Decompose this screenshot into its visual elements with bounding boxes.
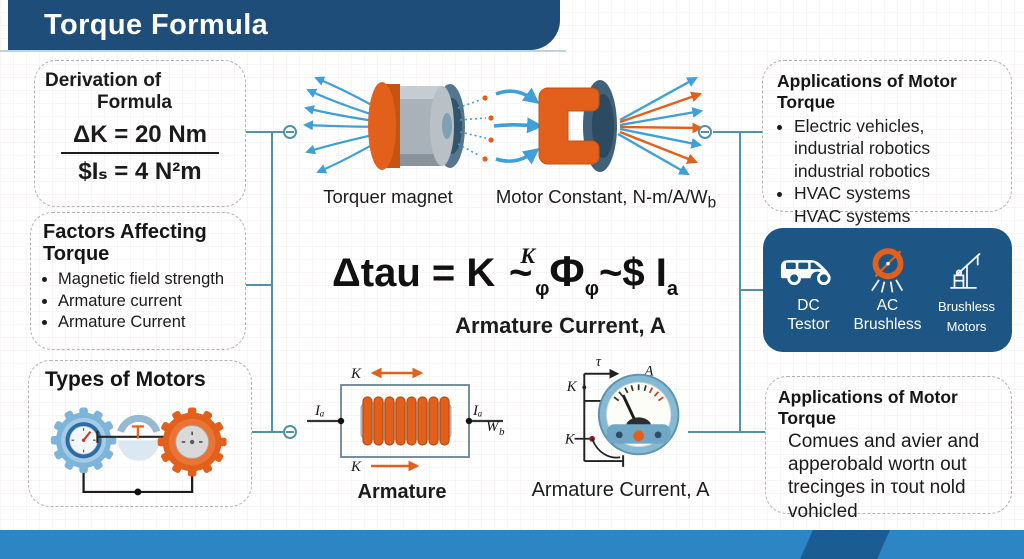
connector-line <box>739 132 741 433</box>
gears-illustration <box>50 407 227 496</box>
gauge-face <box>597 373 680 456</box>
applications-bottom-heading: Applications of Motor Torque <box>778 387 958 428</box>
orange-gear-icon <box>157 407 227 477</box>
crane-icon <box>927 244 1006 296</box>
connector-line <box>252 431 284 433</box>
applications-bottom-box: Applications of Motor Torque Comues and … <box>765 376 1012 522</box>
panel-label: Brushless <box>937 299 996 314</box>
applications-top-box: Applications of Motor Torque Electric ve… <box>762 60 1012 226</box>
fraction-denominator: $Iₛ = 4 N²m <box>78 158 202 185</box>
van-icon <box>769 244 848 296</box>
magnets-illustration <box>303 76 704 176</box>
torquer-magnet-drawing <box>303 76 494 174</box>
torque-formula: Δtau = K K~φΦφ~$ Ia <box>332 243 678 300</box>
panel-item-dc: DC Testor <box>769 244 848 352</box>
a-label: A <box>643 364 653 380</box>
armature-coil-diagram: K Iₐ Iₐ W b K <box>307 366 505 475</box>
types-of-motors-box: Types of Motors <box>28 360 252 507</box>
k-lower-label: K <box>564 432 576 448</box>
torquer-magnet-label: Torquer magnet <box>323 186 453 207</box>
title-banner: Torque Formula <box>8 0 560 50</box>
factors-box: Factors Affecting Torque Magnetic field … <box>30 212 246 350</box>
connector-line <box>713 131 763 133</box>
gauge-ring-icon <box>848 244 927 296</box>
connector-line <box>271 132 273 433</box>
coil-windings <box>362 396 450 446</box>
flux-w-label: W <box>486 419 500 435</box>
k-top-label: K <box>350 366 362 382</box>
ammeter-gauge-diagram: τ K A K <box>564 354 680 467</box>
panel-label: Testor <box>787 316 830 334</box>
panel-label: Brushless <box>853 316 922 334</box>
panel-label: DC <box>797 297 820 314</box>
fraction-numerator: ΔK = 20 Nm <box>61 121 219 154</box>
types-heading: Types of Motors <box>45 368 206 391</box>
connector-line <box>741 289 763 291</box>
panel-label: Motors <box>946 318 987 334</box>
subscript-b: b <box>707 194 717 212</box>
footer-strip-accent <box>800 530 890 559</box>
tilde-with-superscript: K~ <box>509 243 536 295</box>
motor-constant-label: Motor Constant, N-m/A/Wb <box>495 186 717 212</box>
motor-types-panel: DC Testor AC Brushless <box>763 228 1012 352</box>
factors-heading: Factors Affecting Torque <box>43 221 207 266</box>
panel-item-brushless: Brushless Motors <box>927 244 1006 352</box>
current-in-label: Iₐ <box>314 403 324 419</box>
factors-list: Magnetic field strength Armature current… <box>31 269 245 334</box>
list-item: Armature Current <box>58 312 245 334</box>
armature-current-caption: Armature Current, A <box>455 313 666 338</box>
tau-label: τ <box>596 354 602 370</box>
panel-item-ac: AC Brushless <box>848 244 927 352</box>
blue-gear-gauge-icon <box>50 407 117 473</box>
list-item: Magnetic field strength <box>58 269 245 291</box>
list-item: Electric vehicles, industrial robotics i… <box>794 115 1011 182</box>
derivation-box: Derivation of Formula ΔK = 20 Nm $Iₛ = 4… <box>34 60 246 207</box>
banner-underline <box>0 50 566 52</box>
connector-node-icon <box>283 125 297 139</box>
flux-w-subscript: b <box>499 426 505 438</box>
connector-node-icon <box>698 125 712 139</box>
panel-label: AC <box>876 297 899 314</box>
list-item: HVAC systems HVAC systems <box>794 182 1011 227</box>
derivation-heading-line2: Formula <box>97 92 172 113</box>
connector-line <box>246 284 272 286</box>
connector-line <box>688 431 765 433</box>
horseshoe-magnet-drawing <box>493 76 704 176</box>
current-out-label: Iₐ <box>472 403 482 419</box>
k-upper-label: K <box>566 379 578 395</box>
page-title: Torque Formula <box>44 9 269 41</box>
applications-list: Electric vehicles, industrial robotics i… <box>763 115 1011 227</box>
k-bottom-label: K <box>350 459 362 475</box>
list-item: Armature current <box>58 291 245 313</box>
applications-bottom-text: Comues and avier and apperobald wortn ou… <box>788 431 980 522</box>
connector-node-icon <box>283 425 297 439</box>
armature-label: Armature <box>357 481 447 503</box>
armature-current-gauge-label: Armature Current, A <box>531 479 710 501</box>
connector-line <box>246 131 286 133</box>
applications-top-heading: Applications of Motor Torque <box>777 71 957 112</box>
circuit-node-dot <box>134 488 142 496</box>
derivation-heading-line1: Derivation of <box>45 70 162 91</box>
derivation-fraction: ΔK = 20 Nm $Iₛ = 4 N²m <box>35 121 245 186</box>
